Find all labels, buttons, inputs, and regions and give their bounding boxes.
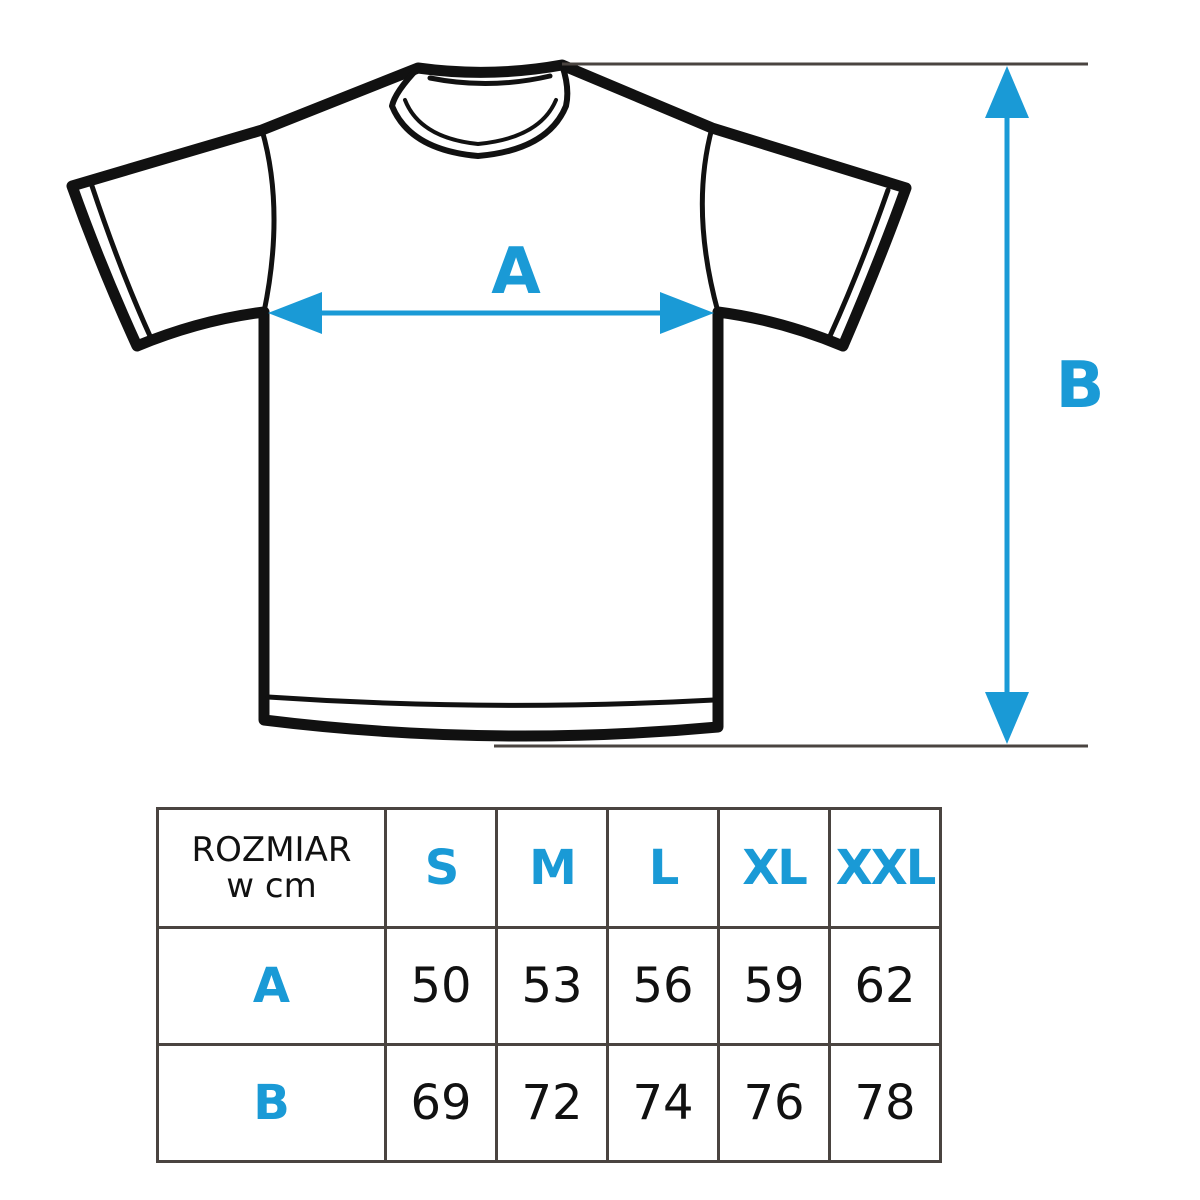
cell-b-xxl: 78	[828, 1043, 942, 1163]
cell-a-l: 56	[606, 926, 720, 1046]
table-row: A 50 53 56 59 62	[156, 926, 942, 1046]
measure-b-arrow	[985, 66, 1029, 744]
cell-a-m: 53	[495, 926, 609, 1046]
cell-b-s: 69	[384, 1043, 498, 1163]
right-sleeve-seam	[699, 125, 721, 315]
measure-a-arrow	[268, 292, 714, 334]
left-sleeve-seam	[259, 127, 277, 315]
collar-rib	[427, 73, 553, 86]
header-unit: w cm	[226, 866, 317, 906]
collar-inner-line	[403, 98, 558, 146]
measure-b-label: B	[1056, 349, 1105, 423]
size-header-xl: XL	[717, 807, 831, 929]
tshirt-body	[66, 59, 912, 742]
row-label-a: A	[156, 926, 387, 1046]
size-header-row: ROZMIAR w cm S M L XL XXL	[156, 807, 942, 929]
table-row: B 69 72 74 76 78	[156, 1043, 942, 1163]
header-title: ROZMIAR	[191, 830, 352, 870]
cell-a-xl: 59	[717, 926, 831, 1046]
cell-b-xl: 76	[717, 1043, 831, 1163]
right-cuff	[827, 187, 891, 339]
size-header-xxl: XXL	[828, 807, 942, 929]
hem-line	[265, 694, 717, 708]
cell-b-l: 74	[606, 1043, 720, 1163]
size-table: ROZMIAR w cm S M L XL XXL A 50 53 56 59 …	[156, 807, 942, 1163]
size-header-l: L	[606, 807, 720, 929]
measure-a-label: A	[491, 235, 541, 309]
tshirt-diagram: A B	[66, 59, 1105, 748]
left-cuff	[89, 183, 153, 339]
size-header-s: S	[384, 807, 498, 929]
row-label-b: B	[156, 1043, 387, 1163]
cell-a-xxl: 62	[828, 926, 942, 1046]
table-corner-header: ROZMIAR w cm	[156, 807, 387, 929]
tshirt-outline	[66, 59, 912, 742]
size-header-m: M	[495, 807, 609, 929]
cell-b-m: 72	[495, 1043, 609, 1163]
cell-a-s: 50	[384, 926, 498, 1046]
collar-inner	[389, 62, 571, 159]
